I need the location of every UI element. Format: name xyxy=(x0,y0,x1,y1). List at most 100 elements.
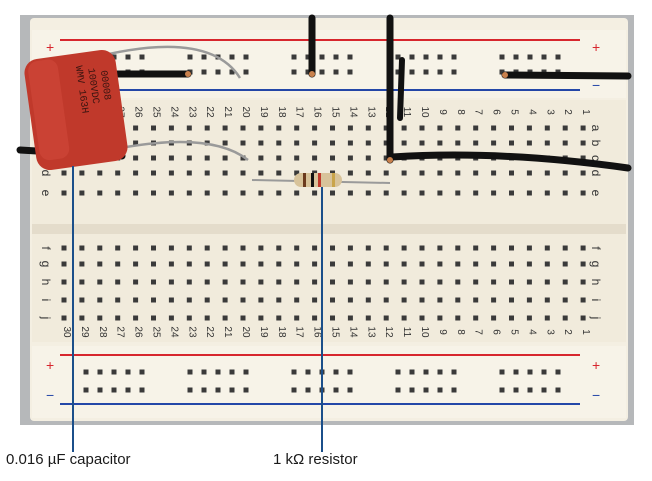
rail-hole xyxy=(319,54,325,60)
hole xyxy=(401,245,407,251)
hole xyxy=(437,315,443,321)
rail-hole xyxy=(513,54,519,60)
hole xyxy=(61,297,67,303)
row-letter: c xyxy=(589,155,603,161)
rail-hole xyxy=(409,54,415,60)
hole xyxy=(133,261,139,267)
hole xyxy=(240,279,246,285)
hole xyxy=(186,261,192,267)
hole xyxy=(473,279,479,285)
hole xyxy=(258,170,264,176)
rail-hole xyxy=(243,54,249,60)
hole xyxy=(365,170,371,176)
hole xyxy=(473,190,479,196)
hole xyxy=(168,297,174,303)
hole xyxy=(61,279,67,285)
hole xyxy=(347,297,353,303)
hole xyxy=(562,140,568,146)
rail-hole xyxy=(111,54,117,60)
column-number: 23 xyxy=(186,326,197,338)
hole xyxy=(455,125,461,131)
hole xyxy=(544,279,550,285)
hole xyxy=(455,245,461,251)
rail-hole xyxy=(201,54,207,60)
hole xyxy=(330,261,335,267)
hole xyxy=(151,125,156,131)
hole xyxy=(276,190,282,196)
hole xyxy=(401,140,407,146)
hole xyxy=(133,297,139,303)
hole xyxy=(168,125,174,131)
rail-hole xyxy=(243,69,249,75)
resistor-band-4 xyxy=(332,173,335,187)
rail-hole xyxy=(305,387,311,393)
hole xyxy=(294,170,300,176)
rail-hole xyxy=(83,369,89,375)
hole xyxy=(115,297,121,303)
hole xyxy=(491,315,497,321)
column-number: 12 xyxy=(383,326,394,338)
hole xyxy=(562,297,568,303)
rail-hole xyxy=(437,369,443,375)
hole xyxy=(473,315,479,321)
rail-hole xyxy=(139,54,145,60)
hole xyxy=(419,279,425,285)
hole xyxy=(222,315,228,321)
hole xyxy=(312,279,318,285)
hole xyxy=(526,125,532,131)
hole xyxy=(222,279,228,285)
hole xyxy=(97,297,103,303)
hole xyxy=(276,297,282,303)
rail-hole xyxy=(527,54,533,60)
hole xyxy=(455,279,461,285)
column-number: 23 xyxy=(186,106,197,118)
hole xyxy=(240,261,246,267)
hole xyxy=(240,170,246,176)
hole xyxy=(491,170,497,176)
rail-hole xyxy=(319,69,325,75)
hole xyxy=(419,190,425,196)
rail-hole xyxy=(347,54,353,60)
hole xyxy=(347,245,353,251)
hole xyxy=(473,125,479,131)
rail-hole xyxy=(395,387,401,393)
hole xyxy=(383,140,389,146)
capacitor-highlight xyxy=(28,59,70,161)
hole xyxy=(580,190,586,196)
bottom-terminal-strip xyxy=(32,234,626,342)
hole xyxy=(276,140,282,146)
hole xyxy=(365,125,371,131)
hole xyxy=(168,155,174,161)
hole xyxy=(491,125,497,131)
hole xyxy=(330,140,335,146)
column-number: 22 xyxy=(204,106,215,118)
hole xyxy=(347,190,353,196)
hole xyxy=(509,279,514,285)
hole xyxy=(562,125,568,131)
bottom-power-rail xyxy=(32,346,626,418)
hole xyxy=(491,297,497,303)
rail-hole xyxy=(541,387,547,393)
hole xyxy=(526,140,532,146)
row-letter: g xyxy=(589,261,603,268)
hole xyxy=(419,297,425,303)
rail-hole xyxy=(215,387,221,393)
hole xyxy=(294,245,300,251)
rail-hole xyxy=(97,387,103,393)
column-number: 3 xyxy=(544,109,555,115)
center-channel xyxy=(32,224,626,234)
rail-hole xyxy=(305,369,311,375)
rail-hole xyxy=(291,387,297,393)
hole xyxy=(383,279,389,285)
hole xyxy=(276,245,282,251)
capacitor-lead-2 xyxy=(109,140,249,161)
hole xyxy=(240,125,246,131)
hole xyxy=(401,190,407,196)
hole xyxy=(580,170,586,176)
bottom-left-minus: − xyxy=(46,387,54,403)
hole xyxy=(79,170,85,176)
hole xyxy=(186,315,192,321)
rail-hole xyxy=(111,369,117,375)
row-letter: g xyxy=(39,261,53,268)
wire-tip xyxy=(309,71,315,77)
